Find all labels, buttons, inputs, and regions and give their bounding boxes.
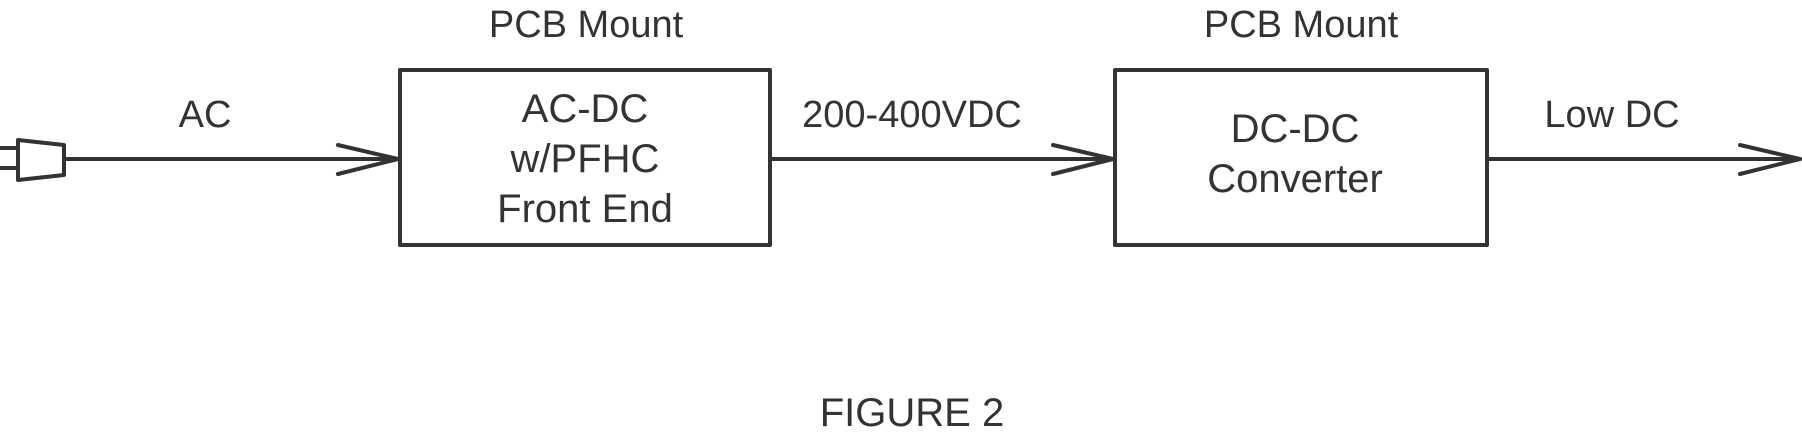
stage2-mount-label: PCB Mount	[1204, 4, 1399, 46]
block-line: DC-DC	[1231, 107, 1360, 151]
block-line: Converter	[1207, 157, 1383, 201]
ac-input-wire	[62, 143, 400, 176]
arrowhead-icon	[1738, 143, 1802, 176]
dc-output-wire	[1487, 143, 1802, 176]
dc-dc-converter-block: DC-DC Converter	[1113, 68, 1489, 247]
dc-bus-wire	[770, 143, 1115, 176]
ac-plug-icon	[0, 138, 66, 182]
block-line: Front End	[497, 187, 673, 231]
stage1-mount-label: PCB Mount	[489, 4, 684, 46]
intermediate-signal-label: 200-400VDC	[802, 94, 1022, 136]
input-signal-label: AC	[179, 94, 232, 136]
block-line: w/PFHC	[510, 137, 660, 181]
ac-dc-front-end-block: AC-DC w/PFHC Front End	[398, 68, 772, 247]
figure-caption: FIGURE 2	[820, 391, 1004, 435]
output-signal-label: Low DC	[1544, 94, 1679, 136]
block-line: AC-DC	[522, 87, 649, 131]
